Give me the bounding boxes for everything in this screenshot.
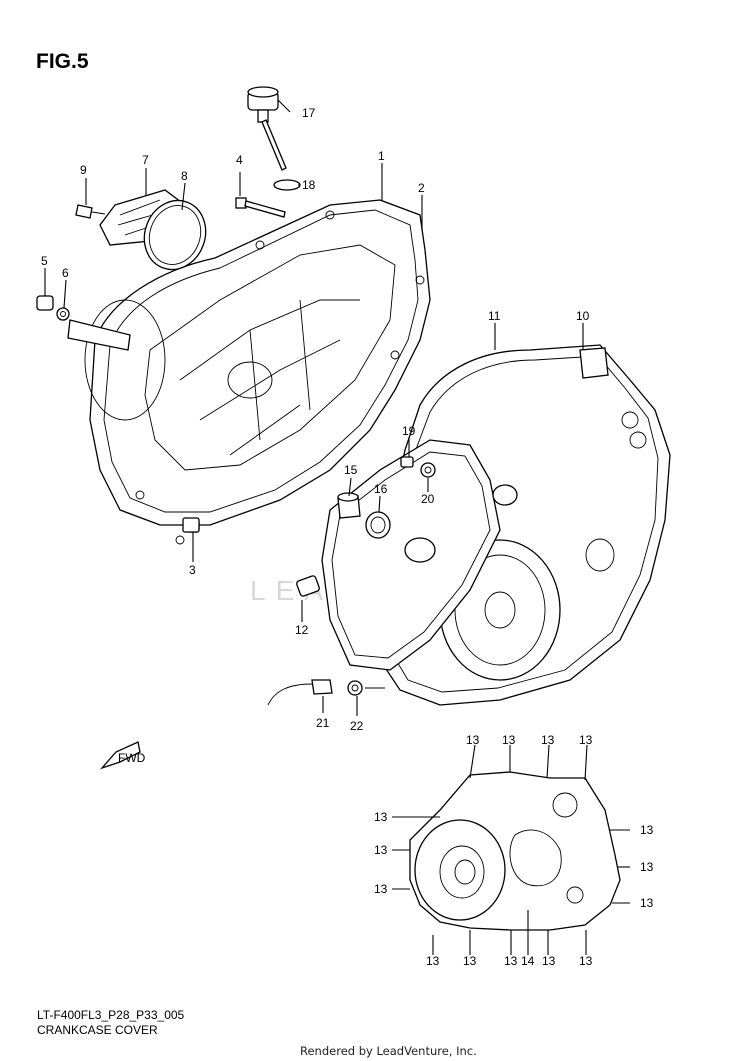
callout-21: 21 [316,716,330,730]
dipstick-part-17 [247,86,287,171]
callout-labels: 17 18 9 7 8 4 1 2 5 6 3 11 10 19 20 15 1… [41,106,654,968]
oring-part-16 [365,511,391,539]
oring-part-8 [143,199,207,271]
callout-13: 13 [640,823,654,837]
rendered-by-note: Rendered by LeadVenture, Inc. [300,1044,477,1058]
plug-part-5 [36,295,54,311]
callout-19: 19 [402,424,416,438]
washer-part-22 [347,680,363,696]
callout-13: 13 [374,810,388,824]
diagram-name: CRANKCASE COVER [37,1023,158,1037]
callout-5: 5 [41,254,48,268]
forward-arrow-icon: FWD [99,741,146,770]
callout-13: 13 [640,860,654,874]
callout-22: 22 [350,719,364,733]
callout-1: 1 [378,149,385,163]
dowel-part-12 [296,575,320,597]
callout-9: 9 [80,163,87,177]
fwd-label: FWD [118,751,146,765]
sensor-part-21 [267,679,333,706]
callout-17: 17 [302,106,316,120]
figure-title: FIG.5 [36,50,89,73]
bolt-position-inset [409,771,621,931]
callout-4: 4 [236,153,243,167]
callout-12: 12 [295,623,309,637]
callout-3: 3 [189,563,196,577]
clutch-cover-inner [321,439,518,671]
callout-11: 11 [488,309,501,323]
callout-13: 13 [579,954,593,968]
diagram-code: LT-F400FL3_P28_P33_005 [37,1008,185,1022]
callout-6: 6 [62,266,69,280]
callout-8: 8 [181,169,188,183]
callout-13: 13 [374,882,388,896]
callout-13: 13 [463,954,477,968]
callout-15: 15 [344,463,358,477]
callout-14: 14 [521,954,535,968]
callout-16: 16 [374,482,388,496]
callout-7: 7 [142,153,149,167]
callout-13: 13 [502,733,516,747]
left-crankcase-cover [67,199,431,545]
callout-13: 13 [504,954,518,968]
washer-part-6 [56,307,70,321]
callout-18: 18 [302,178,316,192]
callout-13: 13 [542,954,556,968]
callout-13: 13 [541,733,555,747]
leader-lines [44,99,630,955]
callout-10: 10 [576,309,590,323]
bolt-part-4 [235,197,286,218]
callout-20: 20 [421,492,435,506]
bolt-part-9 [75,204,106,219]
callout-13: 13 [579,733,593,747]
washer-part-20 [420,462,436,478]
callout-13: 13 [466,733,480,747]
dowel-part-3 [182,517,200,533]
callout-13: 13 [426,954,440,968]
callout-2: 2 [418,181,425,195]
oring-part-18 [273,179,301,191]
callout-13: 13 [640,896,654,910]
bolt-part-19 [400,456,414,468]
plug-part-15 [337,492,361,519]
callout-13: 13 [374,843,388,857]
